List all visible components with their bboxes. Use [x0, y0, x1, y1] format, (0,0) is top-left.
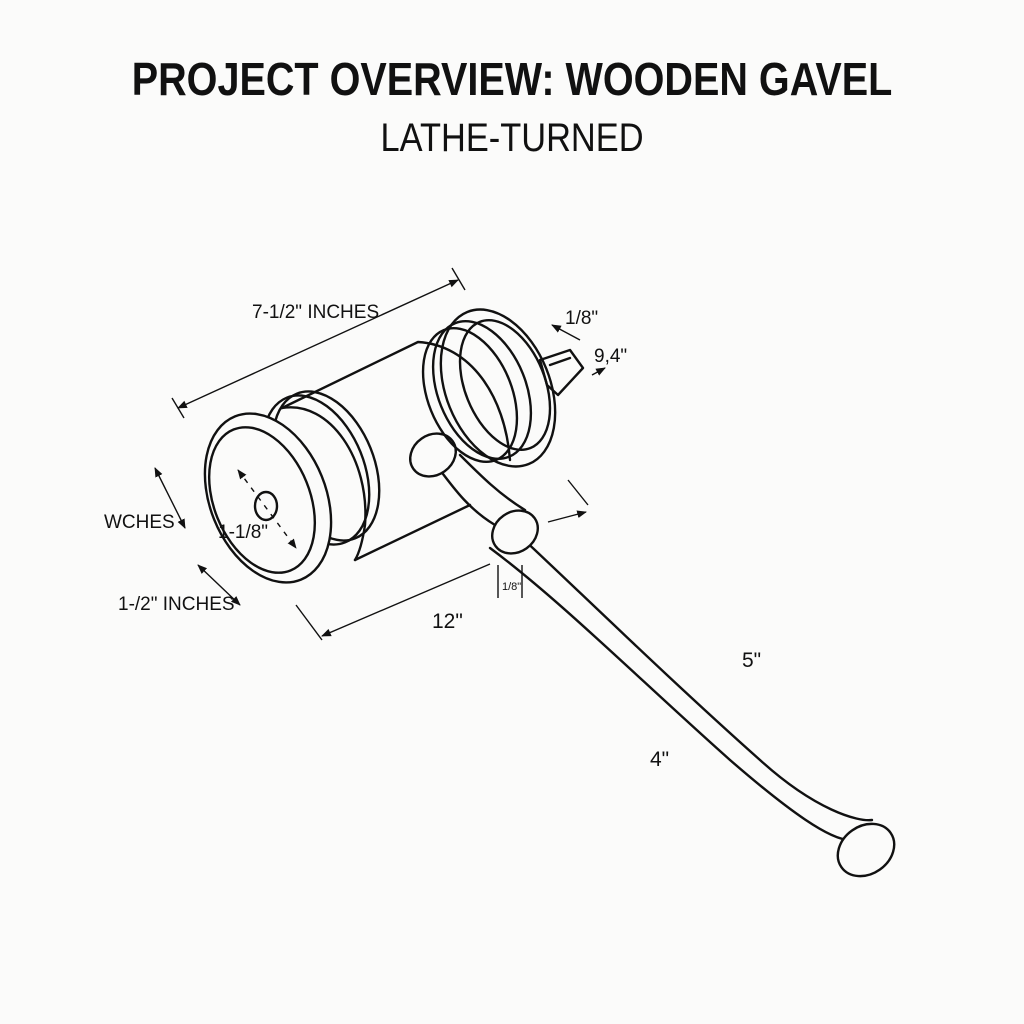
- face-height-label: WCHES: [104, 512, 175, 533]
- pin-tip-label: 9,4": [594, 346, 627, 367]
- handle-lower-label: 4": [650, 748, 669, 771]
- face-depth-label: 1-/2" INCHES: [118, 594, 235, 615]
- head-length-label: 7-1/2" INCHES: [252, 302, 379, 323]
- overall-length-label: 12": [432, 610, 463, 633]
- gavel-handle: [409, 432, 896, 878]
- face-bore-label: 1-1/8": [218, 522, 268, 543]
- gavel-head: [203, 308, 585, 584]
- handle-upper-label: 5": [742, 649, 761, 672]
- page-subtitle: LATHE-TURNED: [380, 116, 644, 160]
- page-title: PROJECT OVERVIEW: WOODEN GAVEL: [131, 53, 893, 105]
- dimension-lines: [154, 267, 606, 641]
- pin-small-label: 1/8": [565, 308, 598, 329]
- collar-label: 1/8": [502, 581, 521, 593]
